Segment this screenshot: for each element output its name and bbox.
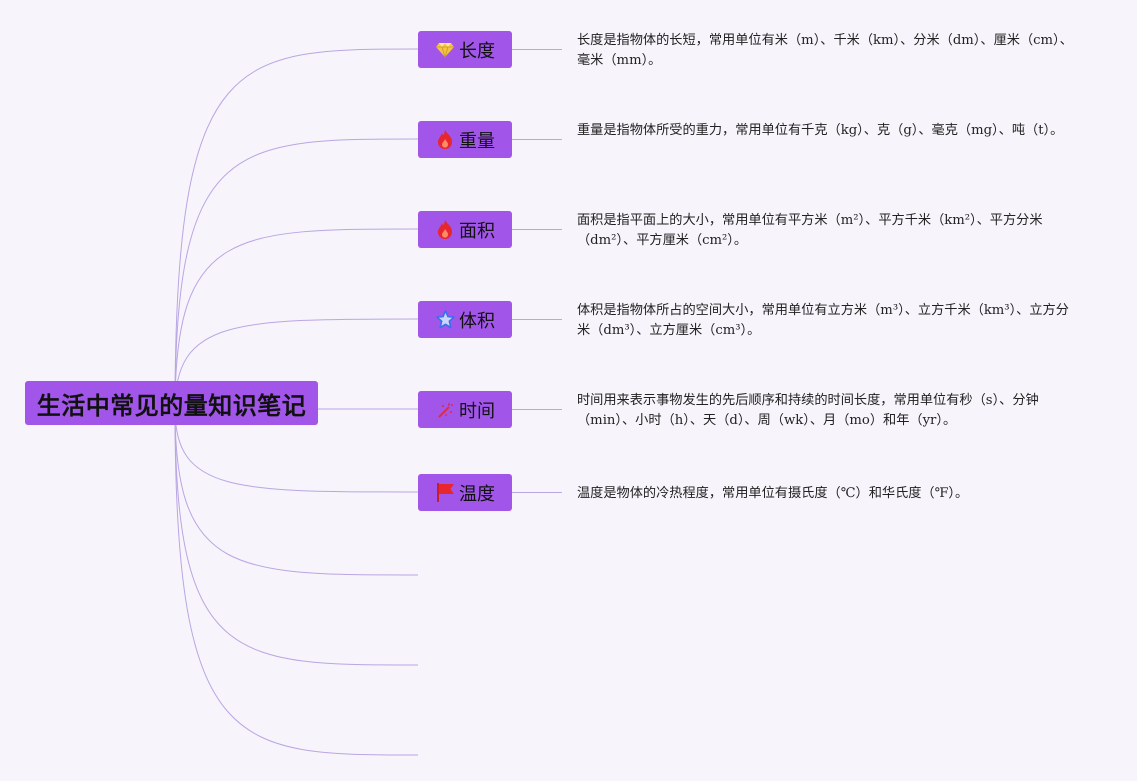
branch-connector [174, 318, 419, 410]
topic-note: 时间用来表示事物发生的先后顺序和持续的时间长度，常用单位有秒（s）、分钟（min… [577, 393, 1039, 428]
topic-note: 温度是物体的冷热程度，常用单位有摄氏度（℃）和华氏度（℉）。 [577, 486, 969, 501]
topic-label: 重量 [459, 130, 495, 152]
topic-note: 体积是指物体所占的空间大小，常用单位有立方米（m³）、立方千米（km³）、立方分… [577, 303, 1069, 338]
diamond-icon [435, 40, 455, 60]
topic-node[interactable]: 温度 [418, 474, 512, 511]
topic-node[interactable]: 重量 [418, 121, 512, 158]
empty-branch-connector [174, 408, 419, 576]
central-topic-label: 生活中常见的量知识笔记 [36, 391, 307, 420]
topic-node[interactable]: 长度 [418, 31, 512, 68]
topic-node[interactable]: 面积 [418, 211, 512, 248]
topic-label: 时间 [459, 400, 495, 422]
branch-connector [174, 138, 419, 410]
topic-label: 温度 [459, 483, 495, 505]
sparkle-icon [435, 400, 455, 420]
empty-branch-connector [174, 408, 419, 666]
branch-connector [174, 48, 419, 410]
fire-icon [435, 220, 455, 240]
branch-connector [174, 228, 419, 410]
empty-branch-connector [174, 408, 419, 756]
star-icon [435, 310, 455, 330]
branch-connector [174, 408, 419, 493]
topic-note: 重量是指物体所受的重力，常用单位有千克（kg）、克（g）、毫克（mg）、吨（t）… [577, 123, 1064, 138]
topic-node[interactable]: 体积 [418, 301, 512, 338]
fire-icon [435, 130, 455, 150]
topic-label: 长度 [459, 40, 495, 62]
topic-note: 面积是指平面上的大小，常用单位有平方米（m²）、平方千米（km²）、平方分米（d… [577, 213, 1043, 248]
central-topic[interactable]: 生活中常见的量知识笔记 [25, 381, 318, 425]
topic-label: 体积 [459, 310, 495, 332]
topic-note: 长度是指物体的长短，常用单位有米（m）、千米（km）、分米（dm）、厘米（cm）… [577, 33, 1073, 68]
topic-node[interactable]: 时间 [418, 391, 512, 428]
flag-icon [435, 483, 455, 503]
topic-label: 面积 [459, 220, 495, 242]
